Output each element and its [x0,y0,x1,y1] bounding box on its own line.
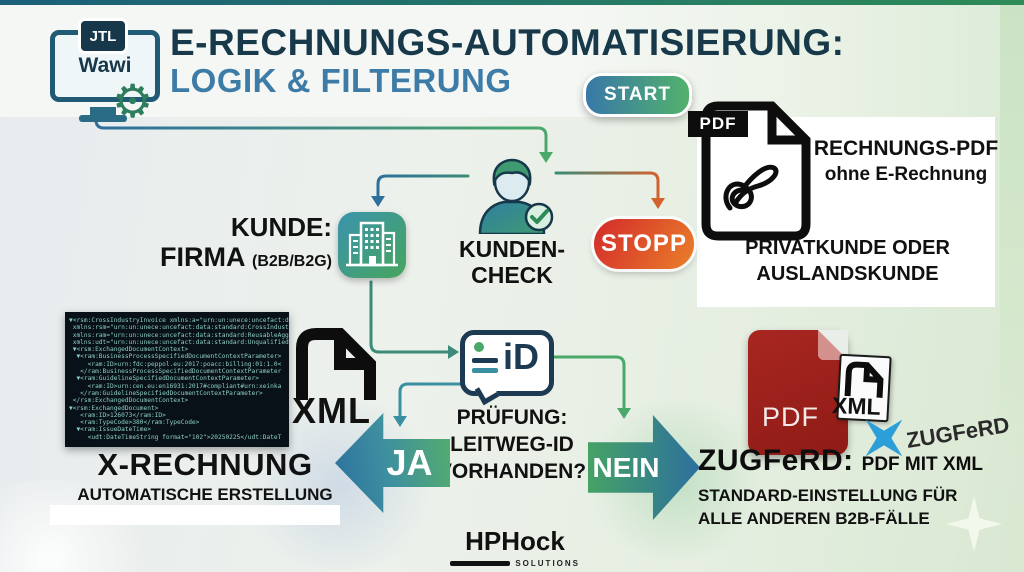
xrechnung-block: X-RECHNUNG AUTOMATISCHE ERSTELLUNG [60,446,350,506]
code-line: xmlns:ram="urn:un:unece:uncefact:data:st… [69,331,289,339]
zugferd-pdf-label: PDF [762,402,819,432]
pruefung-line1: PRÜFUNG: [456,406,568,429]
customer-check-label: KUNDEN- CHECK [446,236,578,288]
zugferd-xml-doc-icon [836,353,892,423]
code-line: <ram:TypeCode>380</ram:TypeCode> [69,419,200,427]
code-line: ▼<ram:BusinessProcessSpecifiedDocumentCo… [69,353,282,361]
monitor-stand [90,107,116,116]
footer-brand-name: HPHock [465,526,565,556]
nein-label: NEIN [592,451,660,483]
code-line: <ram:ID>urn:cen.eu:en16931:2017#complian… [69,382,282,390]
xml-file-icon [296,328,376,400]
company-customer-firma: FIRMA [159,242,245,272]
pruefung-line3: VORHANDEN? [437,460,587,483]
xml-icon-label: XML [292,390,371,431]
code-line: <ram:ID>urn:fdc:peppol.eu:2017:poacc:bil… [69,360,282,368]
footer-brand: HPHock SOLUTIONS [450,526,580,568]
zugferd-pdf-fold [818,330,848,360]
monitor-stand-base [79,115,127,122]
pdf-branch-subtitle-line2: AUSLANDSKUNDE [756,263,939,285]
id-icon-line1 [472,358,498,363]
pdf-branch-subtitle-line1: PRIVATKUNDE ODER [745,237,950,259]
page-title: E-RECHNUNGS-AUTOMATISIERUNG: [170,22,845,63]
pdf-branch-title-line2: ohne E-Rechnung [824,164,988,185]
leitweg-id-icon: iD [460,330,554,396]
zugferd-title-suffix: PDF MIT XML [861,454,984,475]
ja-label: JA [386,442,433,483]
code-line: </ram:GuidelineSpecifiedDocumentContextP… [69,389,263,397]
company-customer-label: KUNDE: FIRMA (B2B/B2G) [120,212,332,277]
code-line: xmlns:udt="urn:un:unece:uncefact:data:st… [69,338,289,346]
jtl-badge-label: JTL [89,27,117,45]
page-subtitle: LOGIK & FILTERUNG [170,62,512,99]
id-icon-line2 [472,368,498,373]
code-line: </ram:BusinessProcessSpecifiedDocumentCo… [69,368,282,376]
zugferd-subtitle-line1: STANDARD-EINSTELLUNG FÜR [698,486,958,505]
code-line: ▼<rsm:ExchangedDocument> [69,404,159,412]
pdf-branch-title: RECHNUNGS-PDF ohne E-Rechnung [810,136,1002,188]
top-accent-bar [0,0,1024,5]
pruefung-line2: LEITWEG-ID [450,433,574,456]
pdf-icon-label-text: PDF [699,114,737,133]
code-line: <ram:ID>126073</ram:ID> [69,411,166,419]
zugferd-xml-label: XML [831,392,882,420]
stopp-label: STOPP [601,230,687,257]
header-strip [0,5,1024,117]
code-line: ▼<rsm:ExchangedDocumentContext> [69,346,189,354]
footer-sub-brand: SOLUTIONS [515,559,580,568]
code-line: <udt:DateTimeString format="102">2025022… [69,433,282,441]
xrechnung-title: X-RECHNUNG [97,447,313,482]
code-line: ▼<ram:GuidelineSpecifiedDocumentContextP… [69,375,259,383]
xrechnung-highlight-strip [50,505,340,525]
right-accent-band [1000,5,1024,465]
customer-check-label-line2: CHECK [471,262,553,288]
zugferd-subtitle-line2: ALLE ANDEREN B2B-FÄLLE [698,509,930,528]
pdf-document-icon [701,101,811,241]
code-line: ▼<ram:IssueDateTime> [69,426,151,434]
code-line: ▼<rsm:CrossIndustryInvoice xmlns:a="urn:… [69,317,289,324]
company-customer-line1: KUNDE: [230,212,332,242]
start-button: START [583,73,692,117]
zugferd-subtitle: STANDARD-EINSTELLUNG FÜR ALLE ANDEREN B2… [698,484,957,530]
code-line: xmlns:rsm="urn:un:unece:uncefact:data:st… [69,324,289,332]
xrechnung-subtitle: AUTOMATISCHE ERSTELLUNG [77,485,333,504]
gear-icon: ⚙ [112,75,154,127]
logo-screen-label: Wawi [78,54,132,77]
customer-check-icon [478,158,554,234]
jtl-wawi-logo: Wawi JTL ⚙ [46,18,166,124]
id-icon-dot [474,342,484,352]
jtl-badge: JTL [78,18,128,54]
pruefung-label: PRÜFUNG: LEITWEG-ID VORHANDEN? [422,404,602,485]
zugferd-title: ZUGFeRD: [698,444,854,477]
start-label: START [604,84,671,105]
pdf-branch-title-line1: RECHNUNGS-PDF [813,137,999,160]
customer-check-label-line1: KUNDEN- [458,236,566,262]
company-customer-suffix: (B2B/B2G) [251,253,332,270]
pdf-icon-label: PDF [688,111,748,137]
company-customer-line2: FIRMA (B2B/B2G) [120,242,332,277]
id-icon-text: iD [503,336,539,377]
zugferd-pdf-icon: PDF [748,330,848,455]
footer-brand-bar [450,561,511,566]
building-icon [338,212,406,278]
zugferd-heading: ZUGFeRD: PDF MIT XML [698,444,983,478]
xml-code-block: ▼<rsm:CrossIndustryInvoice xmlns:a="urn:… [65,312,289,447]
pdf-branch-subtitle: PRIVATKUNDE ODER AUSLANDSKUNDE [700,235,995,287]
code-line: </rsm:ExchangedDocumentContext> [69,397,189,405]
stopp-badge: STOPP [594,219,694,269]
